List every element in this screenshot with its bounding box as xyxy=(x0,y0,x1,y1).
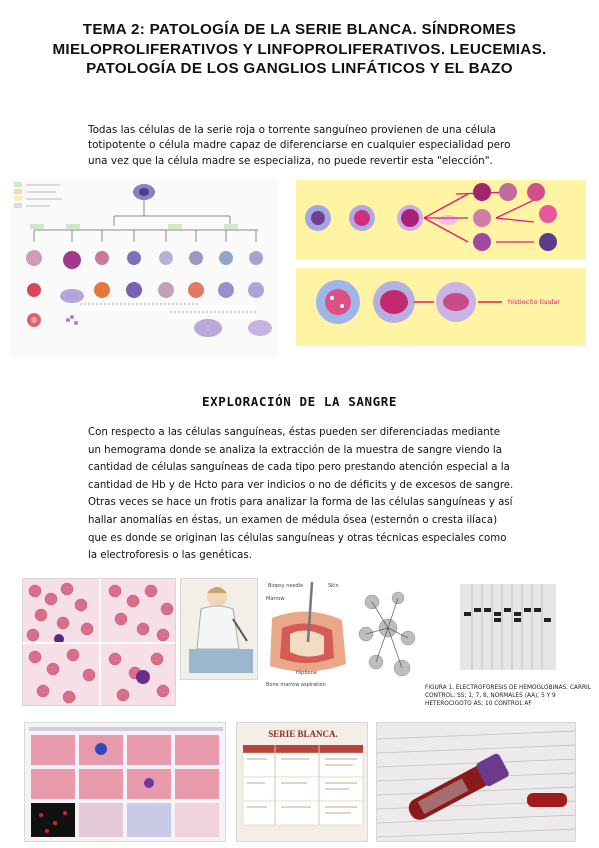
figure-caption: Figura 1. Electroforesis de hemoglobinas… xyxy=(425,685,591,707)
intro-paragraph: Todas las células de la serie roja o tor… xyxy=(88,124,511,167)
blood-sample-tube-image xyxy=(376,722,576,842)
electrophoresis-gel xyxy=(458,578,576,678)
label-hipbone: Hipbone xyxy=(296,670,317,676)
monocyte-maturation-panel: histiocito tisular xyxy=(296,268,586,346)
section-title: EXPLORACIÓN DE LA SANGRE xyxy=(201,394,397,409)
body-paragraph: Con respecto a las células sanguíneas, é… xyxy=(88,427,514,562)
serie-blanca-table-image: SERIE BLANCA. xyxy=(236,722,368,842)
hematopoiesis-diagram xyxy=(10,178,278,358)
biopsy-diagram: Biopsy needle Skin Marrow Hipbone Bone m… xyxy=(262,578,352,690)
granulocyte-maturation-panel xyxy=(296,180,586,260)
hematology-atlas-image xyxy=(24,722,226,842)
label-marrow: Marrow xyxy=(266,596,284,602)
bone-marrow-illustration xyxy=(180,578,258,680)
label-aspiration: Bone marrow aspiration xyxy=(266,682,326,688)
blood-smear-grid xyxy=(22,578,176,706)
maturation-label: histiocito tisular xyxy=(508,298,560,306)
label-skin: Skin xyxy=(328,583,339,589)
table-title: SERIE BLANCA. xyxy=(268,729,338,739)
label-biopsy-needle: Biopsy needle xyxy=(268,583,303,589)
hemoglobin-structure-diagram xyxy=(354,578,420,688)
page-title: TEMA 2: PATOLOGÍA DE LA SERIE BLANCA. SÍ… xyxy=(52,21,547,77)
